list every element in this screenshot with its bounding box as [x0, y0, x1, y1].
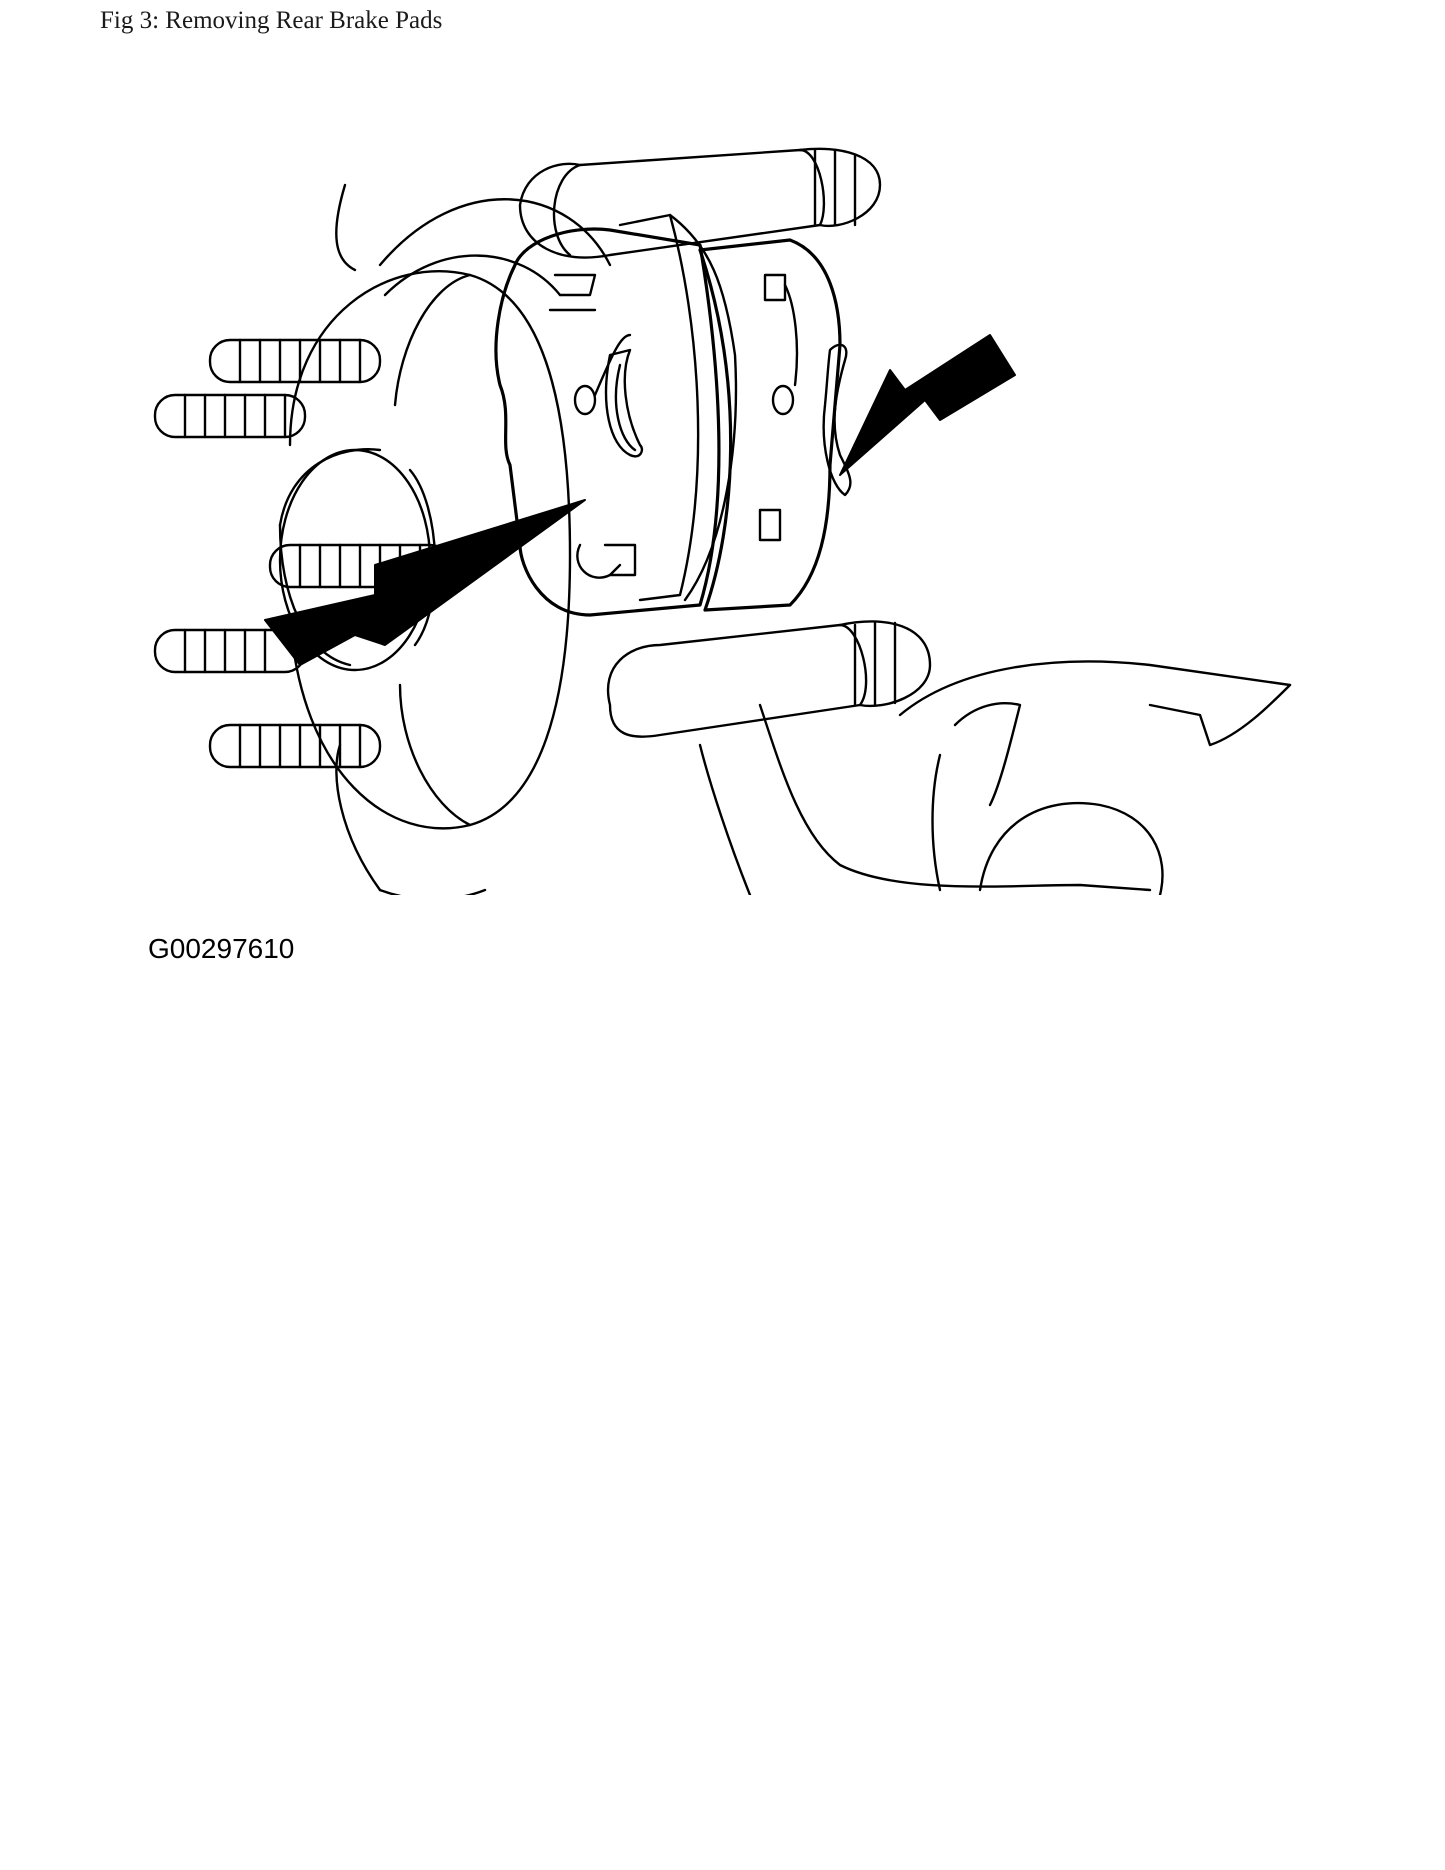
anti-rattle-clip-right	[822, 343, 852, 497]
outer-brake-pad	[698, 238, 842, 612]
inner-brake-pad	[494, 227, 721, 617]
anti-rattle-clip-left	[604, 348, 644, 458]
graphic-id-label: G00297610	[148, 933, 295, 964]
wheel-stud-2	[153, 393, 307, 439]
caliper-bracket-bottom	[607, 620, 932, 738]
wheel-stud-1	[208, 338, 382, 384]
caliper-bracket-top	[518, 147, 882, 259]
pointer-arrow-right	[839, 334, 1016, 476]
steering-knuckle	[698, 660, 1292, 895]
brake-rotor	[335, 183, 612, 895]
wheel-hub	[278, 270, 572, 830]
rotor-friction-band	[618, 213, 738, 602]
pointer-arrow-left	[264, 499, 586, 666]
figure-caption: Fig 3: Removing Rear Brake Pads	[100, 7, 443, 34]
wheel-stud-5	[208, 723, 382, 769]
brake-pad-illustration	[140, 145, 1305, 895]
